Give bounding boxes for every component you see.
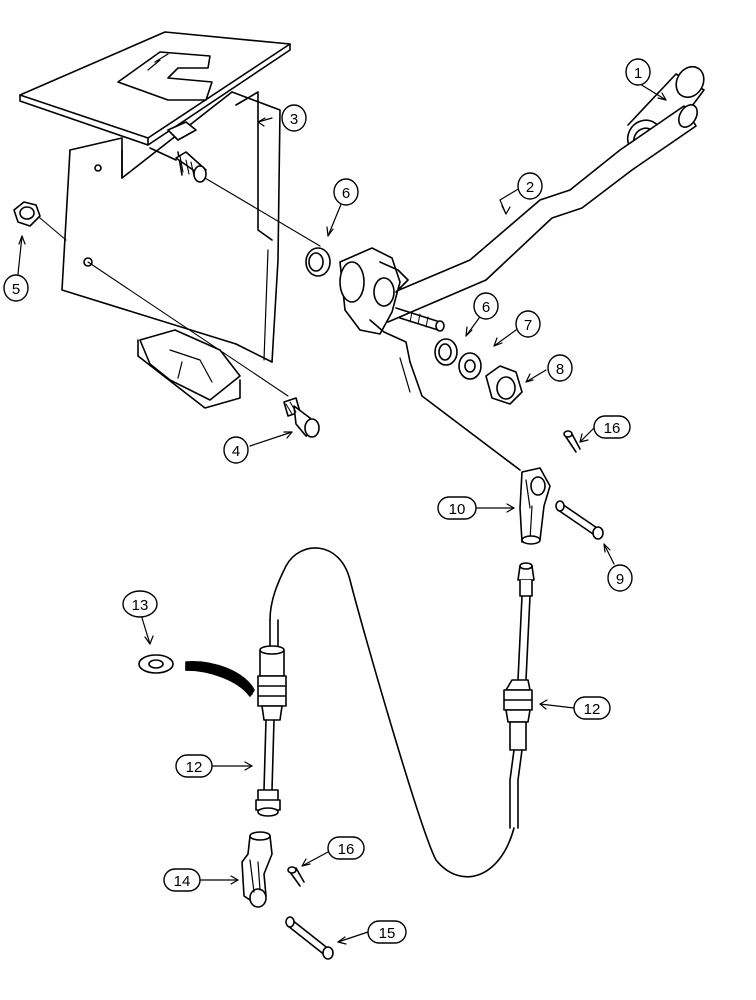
callout-6-lower: 6 xyxy=(473,292,499,320)
alignment-line xyxy=(87,261,289,397)
callout-7: 7 xyxy=(515,310,541,338)
callout-12-left: 12 xyxy=(175,754,213,778)
lock-nut-8 xyxy=(485,365,523,405)
control-cable-12-right xyxy=(269,547,535,878)
clevis-14 xyxy=(241,831,273,908)
callout-label: 4 xyxy=(232,443,240,460)
callout-1: 1 xyxy=(625,58,651,86)
callout-label: 6 xyxy=(482,299,490,316)
callout-label: 14 xyxy=(174,873,191,890)
bushing-6-lower xyxy=(434,338,458,366)
callout-6-upper: 6 xyxy=(333,178,359,206)
callout-label: 8 xyxy=(556,361,564,378)
callout-4: 4 xyxy=(223,436,249,464)
cotter-pin-16-upper xyxy=(563,430,581,453)
callout-label: 13 xyxy=(132,597,149,614)
callout-label: 7 xyxy=(524,317,532,334)
callout-15: 15 xyxy=(367,920,407,944)
washer-7 xyxy=(458,352,482,380)
callout-label: 16 xyxy=(604,420,621,437)
bushing-6-upper xyxy=(305,247,331,277)
callout-label: 16 xyxy=(338,841,355,858)
clevis-pin-9 xyxy=(555,500,604,540)
clevis-10 xyxy=(519,467,551,545)
callout-2: 2 xyxy=(517,172,543,200)
callout-12-right: 12 xyxy=(573,696,611,720)
callout-13: 13 xyxy=(122,590,158,618)
callout-label: 12 xyxy=(584,701,601,718)
callout-9: 9 xyxy=(607,564,633,592)
callout-label: 9 xyxy=(616,571,624,588)
callout-16-lower: 16 xyxy=(327,836,365,860)
callout-10: 10 xyxy=(437,496,477,520)
washer-13 xyxy=(138,654,255,697)
callout-16-upper: 16 xyxy=(593,415,631,439)
shift-lever-2 xyxy=(339,104,698,471)
callout-8: 8 xyxy=(547,354,573,382)
callout-5: 5 xyxy=(3,274,29,302)
callout-label: 1 xyxy=(634,65,642,82)
callout-3: 3 xyxy=(281,104,307,132)
bolt-4 xyxy=(283,397,320,438)
pedal-bracket-assembly xyxy=(19,31,291,409)
callout-label: 2 xyxy=(526,179,534,196)
callout-label: 3 xyxy=(290,111,298,128)
callout-14: 14 xyxy=(163,868,201,892)
control-cable-12-left xyxy=(255,645,287,817)
callout-label: 5 xyxy=(12,281,20,298)
callout-label: 6 xyxy=(342,185,350,202)
leader-lines xyxy=(17,83,667,945)
hex-nut-5 xyxy=(13,201,67,241)
callout-label: 10 xyxy=(449,501,466,518)
clevis-pin-15 xyxy=(285,916,334,960)
alignment-line xyxy=(204,177,321,247)
callout-label: 15 xyxy=(379,925,396,942)
cotter-pin-16-lower xyxy=(287,866,305,887)
callout-label: 12 xyxy=(186,759,203,776)
